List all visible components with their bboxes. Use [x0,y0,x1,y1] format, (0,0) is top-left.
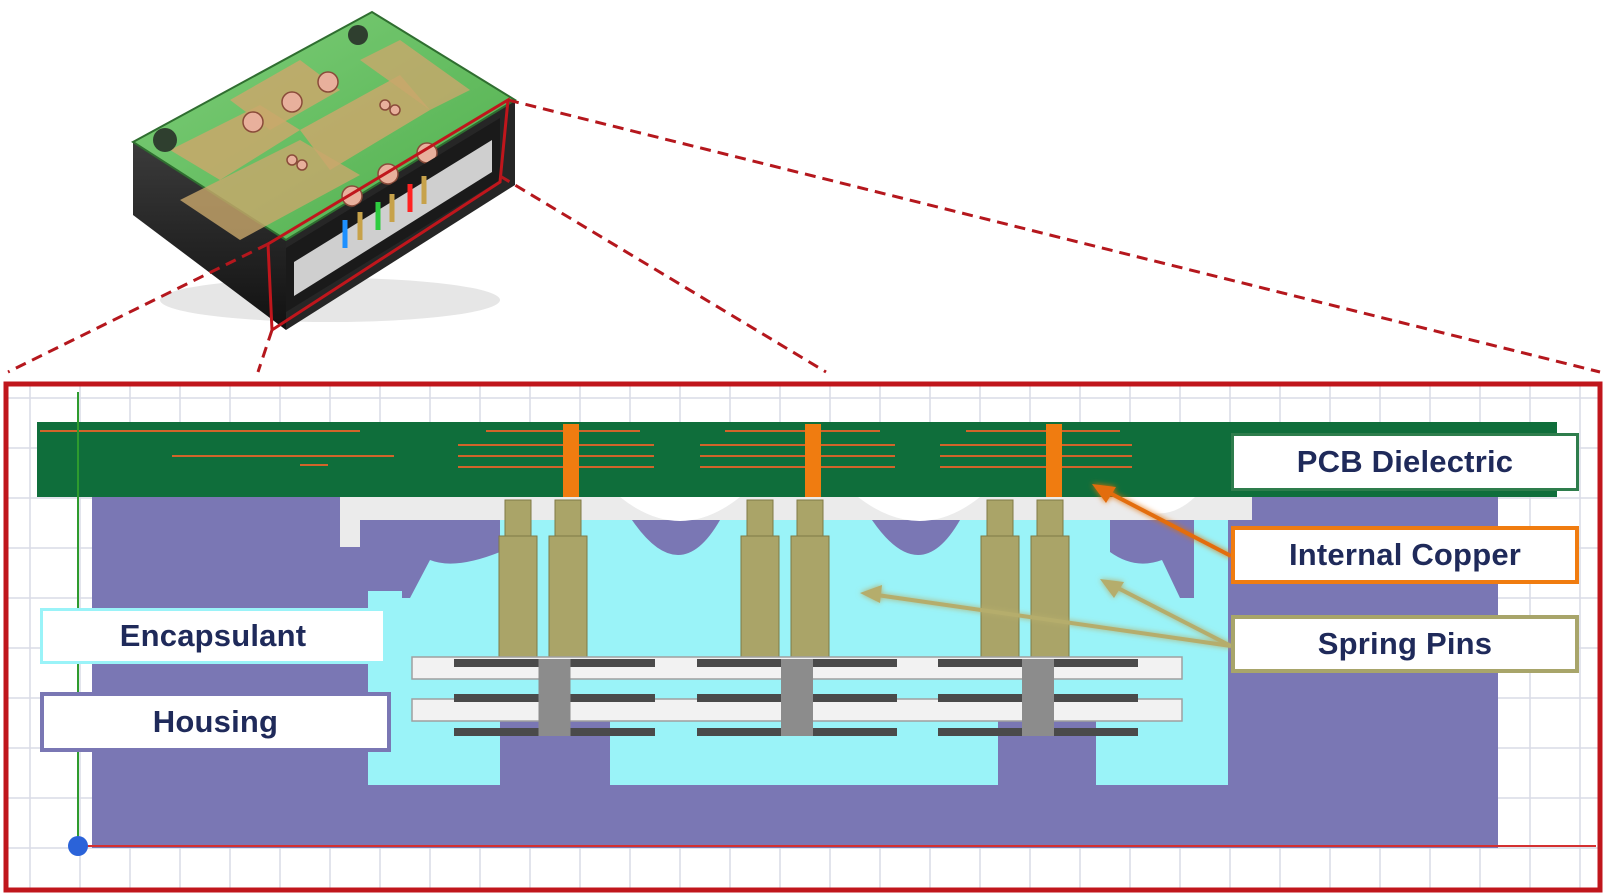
spring-pin [1030,499,1070,661]
callout-arrows [860,484,1232,648]
encapsulant-label: Encapsulant [40,608,386,664]
housing-label: Housing [40,692,391,752]
spring-pins-label: Spring Pins [1231,615,1579,673]
copper-vias [563,424,1062,497]
spring-pin [548,499,588,661]
origin-marker-icon [68,836,88,856]
plate-via [1022,659,1054,736]
internal-copper-label: Internal Copper [1231,526,1579,584]
air-gap-region [340,497,1252,520]
zoom-connector-lines [7,98,1601,374]
substrate-plates [411,656,1183,736]
module-3d-render [131,10,517,333]
pcb-dielectric-label: PCB Dielectric [1231,433,1579,491]
spring-pin [498,499,538,661]
spring-pin [790,499,830,661]
zoom-frame [3,381,1603,893]
spring-pin [740,499,780,661]
plate-via [538,659,571,736]
housing-bumps [402,497,1195,598]
spring-pin [980,499,1020,661]
plate-via [781,659,813,736]
